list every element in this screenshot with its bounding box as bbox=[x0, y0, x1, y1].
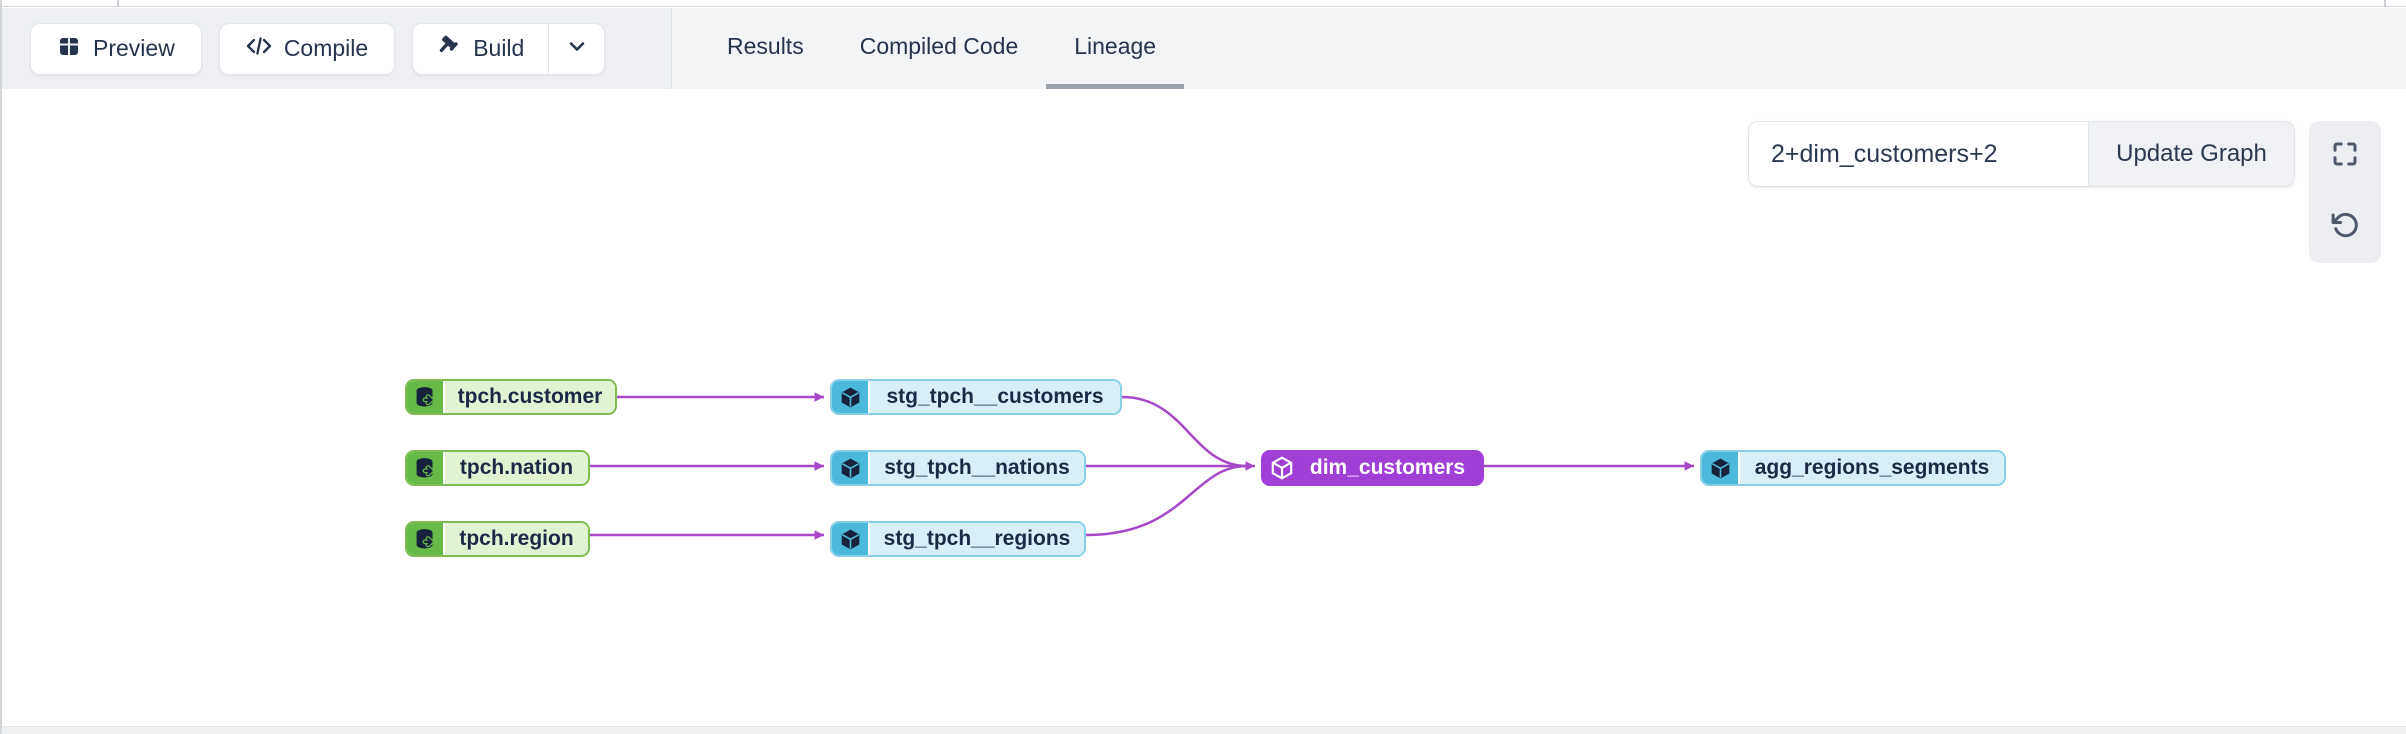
node-label: dim_customers bbox=[1301, 452, 1482, 484]
lineage-node-model[interactable]: stg_tpch__customers bbox=[830, 379, 1122, 415]
editor-pane-bottom-edge bbox=[0, 0, 2406, 7]
build-button-group: Build bbox=[412, 22, 606, 75]
compile-code-icon bbox=[246, 34, 272, 64]
model-cube-icon bbox=[832, 452, 870, 484]
pane-left-divider bbox=[0, 0, 2, 734]
compile-button[interactable]: Compile bbox=[218, 22, 396, 75]
results-tab-bar: Results Compiled Code Lineage bbox=[672, 8, 2406, 89]
lineage-node-model[interactable]: stg_tpch__regions bbox=[830, 521, 1086, 557]
tab-compiled-code[interactable]: Compiled Code bbox=[832, 8, 1047, 89]
build-button[interactable]: Build bbox=[413, 24, 548, 74]
node-label: stg_tpch__customers bbox=[870, 381, 1120, 413]
node-label: tpch.region bbox=[445, 523, 588, 555]
database-source-icon bbox=[407, 381, 445, 413]
tab-results[interactable]: Results bbox=[699, 8, 832, 89]
lineage-selector-input[interactable] bbox=[1749, 122, 2088, 186]
preview-button[interactable]: Preview bbox=[30, 22, 202, 75]
lineage-graph-canvas[interactable]: tpch.customer tpch.nation tpch.region bbox=[0, 89, 2406, 726]
tab-compiled-code-label: Compiled Code bbox=[859, 32, 1019, 59]
lineage-node-model[interactable]: agg_regions_segments bbox=[1700, 450, 2006, 486]
database-source-icon bbox=[407, 523, 445, 555]
preview-button-label: Preview bbox=[93, 35, 175, 61]
node-label: stg_tpch__nations bbox=[870, 452, 1084, 484]
lineage-node-selected[interactable]: dim_customers bbox=[1261, 450, 1484, 486]
lineage-edges bbox=[590, 392, 1694, 540]
lineage-node-source[interactable]: tpch.nation bbox=[405, 450, 590, 486]
lineage-node-source[interactable]: tpch.region bbox=[405, 521, 590, 557]
reset-view-button[interactable] bbox=[2309, 192, 2381, 263]
build-hammer-icon bbox=[437, 34, 461, 64]
update-graph-button[interactable]: Update Graph bbox=[2088, 122, 2294, 186]
editor-tab-divider bbox=[117, 0, 119, 7]
model-cube-icon bbox=[832, 523, 870, 555]
build-options-dropdown[interactable] bbox=[548, 23, 604, 74]
rotate-ccw-icon bbox=[2330, 210, 2360, 245]
preview-table-icon bbox=[57, 34, 81, 64]
build-button-label: Build bbox=[473, 35, 525, 61]
tab-results-label: Results bbox=[727, 32, 804, 59]
tab-lineage[interactable]: Lineage bbox=[1046, 8, 1185, 89]
fullscreen-button[interactable] bbox=[2309, 121, 2381, 192]
lineage-node-source[interactable]: tpch.customer bbox=[405, 379, 617, 415]
node-label: tpch.customer bbox=[445, 381, 615, 413]
compile-button-label: Compile bbox=[283, 35, 369, 61]
model-cube-icon bbox=[832, 381, 870, 413]
node-label: stg_tpch__regions bbox=[870, 523, 1084, 555]
node-label: agg_regions_segments bbox=[1740, 452, 2004, 484]
lineage-node-model[interactable]: stg_tpch__nations bbox=[830, 450, 1086, 486]
fullscreen-icon bbox=[2330, 139, 2360, 174]
chevron-down-icon bbox=[565, 34, 589, 63]
lineage-view-controls bbox=[2309, 121, 2381, 263]
bottom-panel-edge bbox=[0, 726, 2406, 734]
database-source-icon bbox=[407, 452, 445, 484]
model-cube-icon bbox=[1702, 452, 1740, 484]
editor-scrollbar-divider bbox=[2384, 0, 2386, 7]
node-label: tpch.nation bbox=[445, 452, 588, 484]
tab-lineage-label: Lineage bbox=[1074, 32, 1157, 59]
lineage-selector-group: Update Graph bbox=[1748, 121, 2295, 187]
ide-action-toolbar: Preview Compile bbox=[0, 8, 2406, 89]
model-cube-icon bbox=[1263, 452, 1301, 484]
action-buttons-area: Preview Compile bbox=[0, 8, 672, 89]
